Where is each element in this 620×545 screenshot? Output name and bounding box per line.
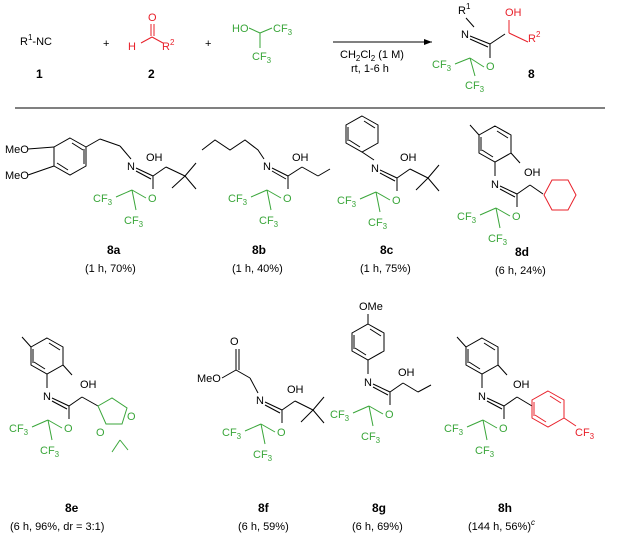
- plus-1: +: [103, 38, 109, 50]
- compound-conditions: (1 h, 40%): [232, 263, 283, 275]
- svg-text:R2: R2: [162, 38, 175, 53]
- compound-conditions: (6 h, 96%, dr = 3:1): [10, 521, 104, 533]
- svg-text:CF3: CF3: [93, 193, 113, 207]
- svg-text:OH: OH: [398, 367, 415, 379]
- svg-text:CF3: CF3: [273, 23, 293, 37]
- product-8: R1 N OH R2 O CF3 CF3 8: [432, 2, 541, 94]
- svg-text:HO: HO: [232, 23, 249, 35]
- svg-text:CF3: CF3: [432, 59, 452, 73]
- reaction-arrow: CH2Cl2 (1 M) rt, 1-6 h: [333, 39, 432, 75]
- compound-label: 8b: [252, 243, 266, 257]
- svg-text:CF3: CF3: [124, 215, 144, 229]
- svg-text:MeO: MeO: [197, 373, 221, 385]
- compound-label: 8g: [372, 501, 386, 515]
- compound-label: 8d: [515, 245, 529, 259]
- svg-text:R1: R1: [458, 2, 471, 17]
- svg-text:CF3: CF3: [444, 423, 464, 437]
- svg-text:N: N: [461, 29, 469, 41]
- svg-text:OH: OH: [146, 152, 163, 164]
- svg-text:CF3: CF3: [259, 215, 279, 229]
- svg-text:CF3: CF3: [253, 449, 273, 463]
- svg-text:O: O: [486, 61, 495, 73]
- svg-text:OH: OH: [505, 7, 522, 19]
- svg-text:O: O: [283, 193, 292, 205]
- svg-text:CF3: CF3: [465, 80, 485, 94]
- compound-conditions: (6 h, 24%): [495, 265, 546, 277]
- svg-text:H: H: [128, 41, 136, 53]
- compound-8a: MeO MeO N OH O CF3 CF3 8a (1 h, 70%): [5, 137, 197, 275]
- svg-text:R2: R2: [528, 30, 541, 45]
- svg-text:O: O: [148, 12, 157, 24]
- svg-text:CF3: CF3: [252, 51, 272, 65]
- svg-text:CF3: CF3: [361, 431, 381, 445]
- svg-text:O: O: [148, 193, 157, 205]
- svg-text:CF3: CF3: [368, 217, 388, 231]
- svg-text:OH: OH: [287, 384, 304, 396]
- svg-text:CF3: CF3: [457, 211, 477, 225]
- compound-8d: N OH O CF3 CF3 8d (6 h, 24%): [457, 124, 577, 277]
- label-2: 2: [148, 67, 155, 81]
- svg-text:OH: OH: [513, 379, 530, 391]
- reagent-hfip: HO CF3 CF3: [232, 23, 293, 65]
- svg-text:O: O: [392, 195, 401, 207]
- compound-label: 8e: [65, 501, 79, 515]
- svg-text:N: N: [43, 391, 51, 403]
- compound-8h: N OH CF3 O CF3 CF3 8h (144 h, 56%)c: [444, 336, 595, 533]
- compound-8e: N OH O O O CF3 CF3 8e (6 h, 96%, dr = 3:…: [9, 336, 136, 533]
- plus-2: +: [205, 38, 211, 50]
- compound-conditions: (144 h, 56%)c: [468, 518, 535, 533]
- compound-conditions: (1 h, 75%): [360, 263, 411, 275]
- svg-text:O: O: [127, 411, 136, 423]
- reagent-isocyanide: R1-NC 1: [20, 33, 52, 81]
- svg-text:N: N: [478, 391, 486, 403]
- svg-text:OH: OH: [292, 152, 309, 164]
- svg-text:CF3: CF3: [222, 427, 242, 441]
- svg-text:CF3: CF3: [337, 195, 357, 209]
- svg-text:O: O: [499, 423, 508, 435]
- svg-text:OH: OH: [400, 152, 417, 164]
- compound-conditions: (6 h, 69%): [352, 521, 403, 533]
- svg-text:N: N: [127, 161, 135, 173]
- compound-label: 8f: [258, 501, 270, 515]
- svg-text:O: O: [385, 409, 394, 421]
- compound-8b: N OH O CF3 CF3 8b (1 h, 40%): [201, 139, 331, 275]
- svg-text:rt, 1-6 h: rt, 1-6 h: [351, 63, 389, 75]
- svg-text:CF3: CF3: [9, 423, 29, 437]
- svg-text:N: N: [371, 163, 379, 175]
- svg-text:OH: OH: [80, 379, 97, 391]
- compound-8c: N OH O CF3 CF3 8c (1 h, 75%): [337, 115, 440, 275]
- svg-text:CF3: CF3: [575, 427, 595, 441]
- label-1: 1: [36, 67, 43, 81]
- svg-text:O: O: [277, 427, 286, 439]
- svg-text:O: O: [96, 427, 105, 439]
- svg-text:O: O: [512, 211, 521, 223]
- compound-8g: OMe N OH O CF3 CF3 8g (6 h, 69%): [330, 301, 432, 533]
- svg-text:MeO: MeO: [5, 170, 29, 182]
- svg-text:CF3: CF3: [40, 445, 60, 459]
- svg-text:N: N: [364, 377, 372, 389]
- svg-text:O: O: [230, 336, 239, 348]
- svg-text:CH2Cl2 (1 M): CH2Cl2 (1 M): [340, 49, 404, 63]
- svg-text:N: N: [256, 395, 264, 407]
- compound-8f: MeO O N OH O CF3 CF3 8f (6 h, 59%): [197, 336, 325, 533]
- svg-text:R1-NC: R1-NC: [20, 33, 52, 48]
- compound-conditions: (6 h, 59%): [238, 521, 289, 533]
- compound-conditions: (1 h, 70%): [85, 263, 136, 275]
- svg-text:CF3: CF3: [488, 233, 508, 247]
- compound-label: 8a: [107, 243, 121, 257]
- label-8: 8: [528, 67, 535, 81]
- svg-text:CF3: CF3: [228, 193, 248, 207]
- svg-text:O: O: [64, 423, 73, 435]
- svg-text:OH: OH: [524, 167, 541, 179]
- reagent-aldehyde: O H R2 2: [128, 12, 175, 81]
- svg-text:N: N: [491, 179, 499, 191]
- svg-text:CF3: CF3: [475, 445, 495, 459]
- svg-text:MeO: MeO: [5, 144, 29, 156]
- compound-label: 8h: [498, 501, 512, 515]
- svg-text:N: N: [263, 161, 271, 173]
- compound-label: 8c: [380, 243, 394, 257]
- svg-text:CF3: CF3: [330, 409, 350, 423]
- svg-text:OMe: OMe: [359, 301, 383, 313]
